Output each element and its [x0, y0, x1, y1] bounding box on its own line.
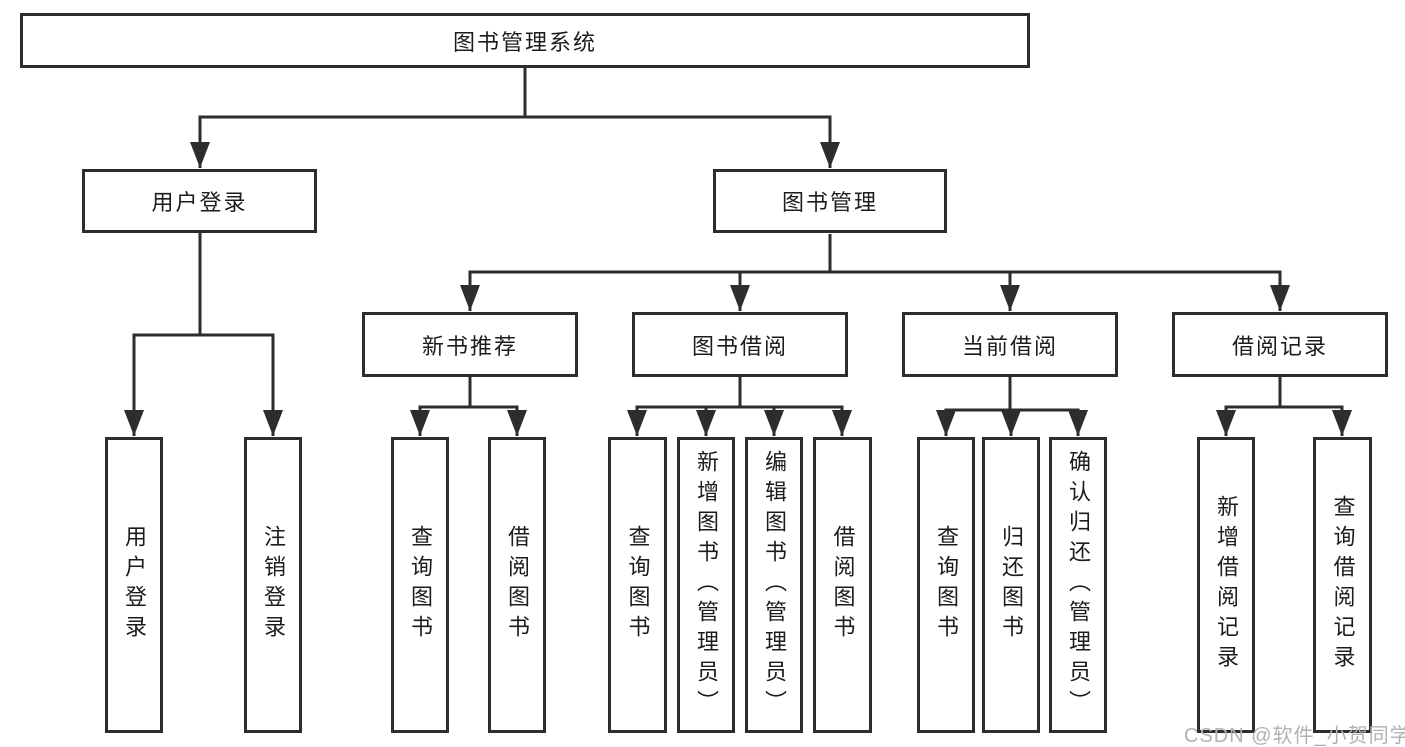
node-leaf-add-books-admin: 新增图书（管理员） — [677, 437, 735, 733]
csdn-watermark: CSDN @软件_小贺同学 — [1184, 725, 1405, 747]
node-label: 图书管理系统 — [452, 29, 597, 55]
node-borrowing-records: 借阅记录 — [1172, 312, 1388, 377]
node-label: 图书管理 — [781, 190, 878, 215]
node-leaf-return-books: 归还图书 — [982, 437, 1040, 733]
node-label: 编辑图书（管理员） — [762, 450, 787, 720]
node-label: 新书推荐 — [421, 333, 518, 359]
node-leaf-borrow-books: 借阅图书 — [813, 437, 872, 733]
node-library-management-system: 图书管理系统 — [20, 13, 1030, 68]
node-label: 归还图书 — [999, 525, 1024, 645]
node-label: 借阅记录 — [1231, 333, 1328, 359]
node-new-book-recommend: 新书推荐 — [362, 312, 578, 377]
node-label: 确认归还（管理员） — [1066, 450, 1091, 720]
node-label: 查询图书 — [934, 525, 959, 645]
node-label: 当前借阅 — [961, 333, 1058, 359]
node-label: 注销登录 — [261, 525, 286, 645]
node-book-borrowing: 图书借阅 — [632, 312, 848, 377]
node-label: 查询图书 — [408, 525, 433, 645]
node-leaf-logout: 注销登录 — [244, 437, 302, 733]
node-label: 新增借阅记录 — [1214, 495, 1239, 675]
node-label: 借阅图书 — [505, 525, 530, 645]
node-user-login: 用户登录 — [82, 169, 317, 233]
node-leaf-borrow-query-books: 查询图书 — [608, 437, 667, 733]
node-label: 查询图书 — [625, 525, 651, 645]
node-leaf-confirm-return-admin: 确认归还（管理员） — [1049, 437, 1107, 733]
node-leaf-add-borrow-record: 新增借阅记录 — [1197, 437, 1255, 733]
node-label: 借阅图书 — [830, 525, 856, 645]
node-leaf-edit-books-admin: 编辑图书（管理员） — [745, 437, 803, 733]
node-label: 图书借阅 — [691, 333, 788, 359]
node-leaf-query-borrow-record: 查询借阅记录 — [1313, 437, 1372, 733]
node-leaf-user-login: 用户登录 — [105, 437, 163, 733]
node-label: 查询借阅记录 — [1330, 495, 1356, 675]
node-label: 用户登录 — [151, 190, 248, 215]
node-label: 新增图书（管理员） — [694, 450, 719, 720]
node-book-management: 图书管理 — [713, 169, 947, 233]
node-leaf-current-query-books: 查询图书 — [917, 437, 975, 733]
node-label: 用户登录 — [122, 525, 147, 645]
node-leaf-recommend-borrow-books: 借阅图书 — [488, 437, 546, 733]
node-leaf-recommend-query-books: 查询图书 — [391, 437, 449, 733]
node-current-borrowing: 当前借阅 — [902, 312, 1118, 377]
